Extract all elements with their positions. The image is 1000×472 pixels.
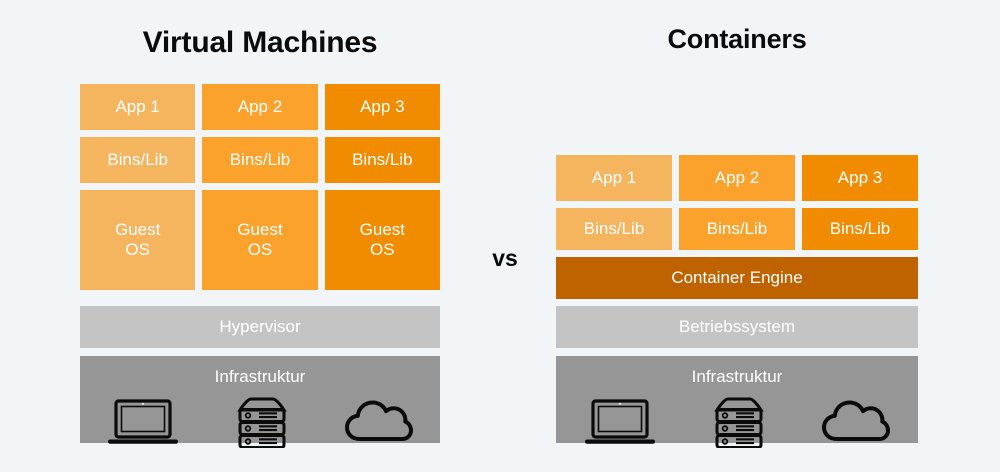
vm-bins-2-box[interactable]: Bins/Lib (202, 137, 318, 183)
container-app-3-box[interactable]: App 3 (802, 155, 918, 201)
container-bins-3-box[interactable]: Bins/Lib (802, 208, 918, 250)
laptop-icon (584, 397, 656, 447)
container-bins-row: Bins/Lib Bins/Lib Bins/Lib (556, 208, 918, 250)
vm-guest-os-2-box[interactable]: Guest OS (202, 190, 318, 290)
vm-app-row: App 1 App 2 App 3 (80, 84, 440, 130)
container-app-2-box[interactable]: App 2 (679, 155, 795, 201)
vm-app-1-box[interactable]: App 1 (80, 84, 196, 130)
vm-guest-os-3-box[interactable]: Guest OS (324, 190, 440, 290)
vm-app-2-box[interactable]: App 2 (202, 84, 318, 130)
virtual-machines-stack: App 1 App 2 App 3 Bins/Lib Bins/Lib Bins… (80, 84, 440, 448)
container-app-1-box[interactable]: App 1 (556, 155, 672, 201)
cloud-icon (822, 400, 890, 444)
containers-stack: App 1 App 2 App 3 Bins/Lib Bins/Lib Bins… (556, 155, 918, 448)
vm-infrastructure-label: Infrastruktur (214, 367, 306, 386)
container-engine-bar[interactable]: Container Engine (556, 257, 918, 299)
vm-guest-os-row: Guest OS Guest OS Guest OS (80, 190, 440, 290)
vm-bins-3-box[interactable]: Bins/Lib (324, 137, 440, 183)
vm-app-3-box[interactable]: App 3 (324, 84, 440, 130)
vs-separator-label: vs (492, 245, 518, 271)
vm-guest-os-1-box[interactable]: Guest OS (80, 190, 196, 290)
containers-title: Containers (667, 24, 807, 54)
container-infrastructure-bar[interactable]: Infrastruktur (556, 356, 918, 448)
container-bins-1-box[interactable]: Bins/Lib (556, 208, 672, 250)
container-bins-2-box[interactable]: Bins/Lib (679, 208, 795, 250)
container-app-row: App 1 App 2 App 3 (556, 155, 918, 201)
container-infrastructure-icons (556, 396, 918, 448)
server-icon (712, 396, 766, 448)
vm-infrastructure-bar[interactable]: Infrastruktur (80, 356, 440, 448)
operating-system-bar[interactable]: Betriebssystem (556, 306, 918, 348)
laptop-icon (107, 397, 179, 447)
container-infrastructure-label: Infrastruktur (691, 367, 783, 386)
cloud-icon (345, 400, 413, 444)
server-icon (235, 396, 289, 448)
vm-bins-1-box[interactable]: Bins/Lib (80, 137, 196, 183)
virtual-machines-title: Virtual Machines (142, 26, 378, 59)
vm-infrastructure-icons (80, 396, 440, 448)
hypervisor-bar[interactable]: Hypervisor (80, 306, 440, 348)
vm-bins-row: Bins/Lib Bins/Lib Bins/Lib (80, 137, 440, 183)
